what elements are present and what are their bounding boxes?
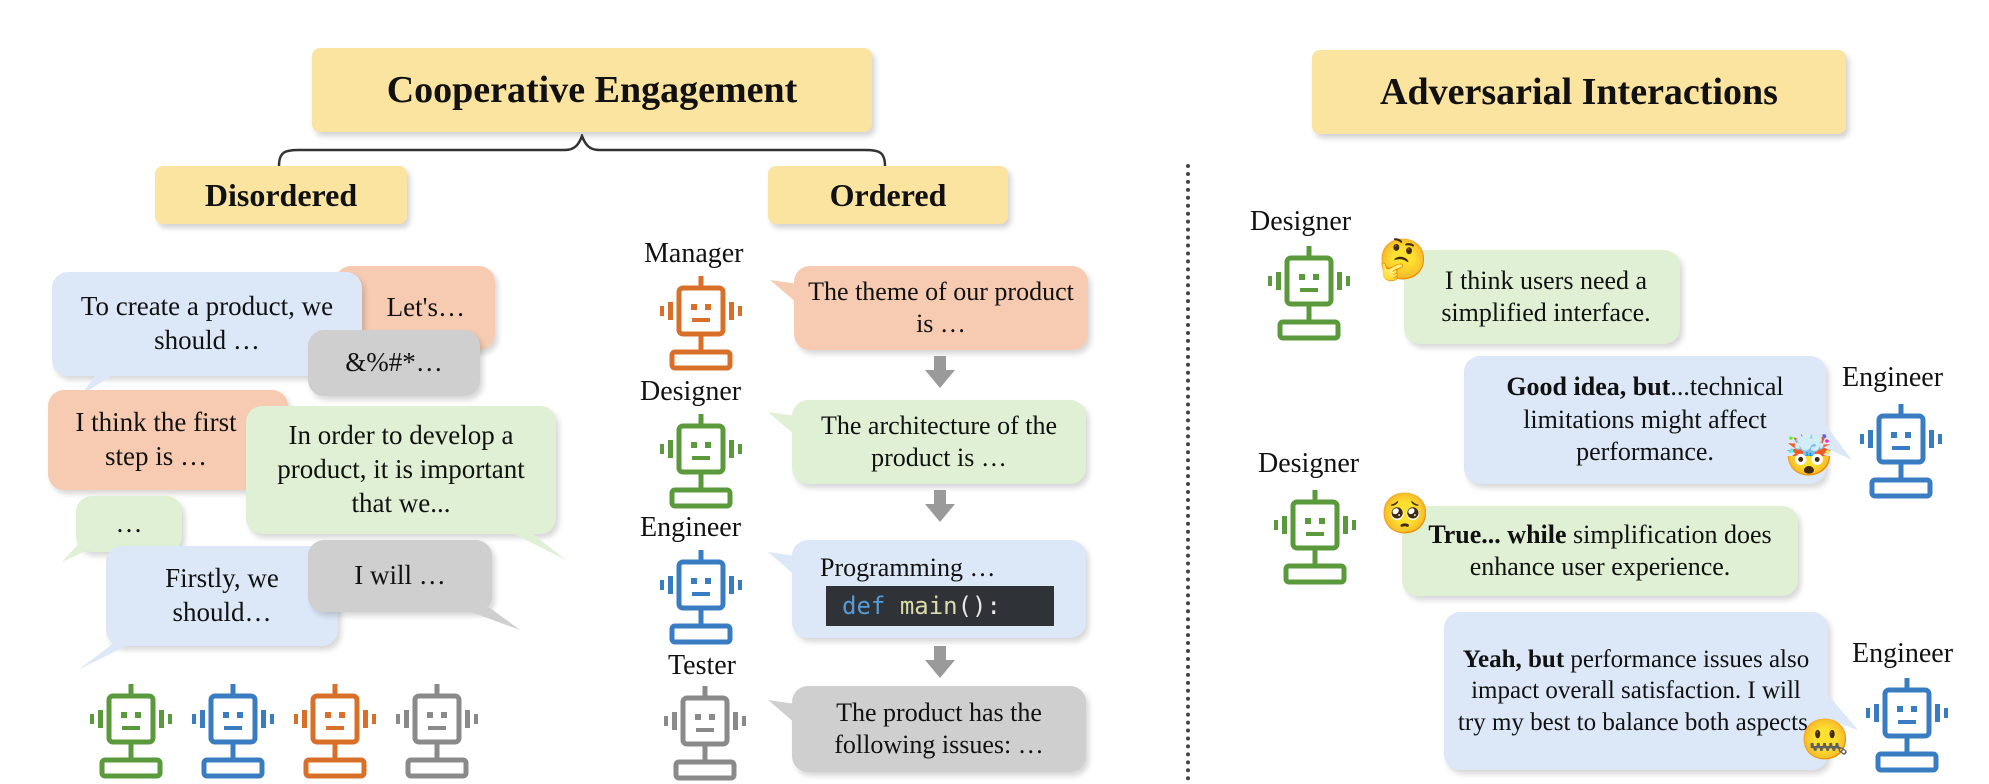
disordered-bubble-ellipsis: … <box>76 496 182 552</box>
ordered-title: Ordered <box>829 176 947 213</box>
code-rest: (): <box>957 592 1001 620</box>
code-snippet: def main(): <box>826 586 1054 626</box>
thinking-emoji-icon: 🤔 <box>1378 237 1428 283</box>
robot-icon <box>656 412 746 512</box>
down-arrow-icon <box>925 646 955 678</box>
cooperative-header: Cooperative Engagement <box>312 48 872 132</box>
bubble-tail <box>768 412 796 436</box>
brace-connector <box>277 134 887 167</box>
bubble-tail <box>768 552 796 576</box>
down-arrow-icon <box>925 356 955 388</box>
disordered-bubble-firstly: Firstly, we should… <box>106 546 338 646</box>
engineer-label: Engineer <box>640 512 742 543</box>
bubble-tail <box>1824 690 1858 730</box>
robot-icon <box>1264 244 1354 344</box>
disordered-title: Disordered <box>204 176 358 213</box>
designer-label: Designer <box>1258 448 1360 479</box>
zipper-mouth-emoji-icon: 🤐 <box>1800 717 1850 763</box>
designer-2-emphasis: True... while <box>1428 519 1567 549</box>
adversarial-title: Adversarial Interactions <box>1380 71 1778 113</box>
bubble-tail <box>1822 420 1852 460</box>
designer-bubble-2: True... while simplification does enhanc… <box>1402 506 1798 596</box>
robot-icon <box>656 274 746 374</box>
exploding-head-emoji-icon: 🤯 <box>1784 433 1834 479</box>
disordered-bubble-symbols: &%#*… <box>308 330 480 396</box>
manager-label: Manager <box>644 238 744 269</box>
robot-icon <box>188 682 278 782</box>
cooperative-title: Cooperative Engagement <box>386 69 798 111</box>
robot-icon <box>656 548 746 648</box>
designer-label: Designer <box>640 376 742 407</box>
disordered-bubble-i-will: I will … <box>308 540 492 612</box>
bubble-tail <box>770 280 798 304</box>
robot-icon <box>290 682 380 782</box>
disordered-header: Disordered <box>155 166 407 224</box>
manager-bubble: The theme of our product is … <box>794 266 1088 350</box>
bubble-tail <box>62 540 92 562</box>
down-arrow-icon <box>925 490 955 522</box>
code-function: main <box>899 592 958 620</box>
robot-icon <box>392 682 482 782</box>
bubble-tail <box>78 640 138 670</box>
engineer-label: Engineer <box>1852 638 1954 669</box>
designer-bubble-1: I think users need a simplified interfac… <box>1404 250 1680 344</box>
adversarial-header: Adversarial Interactions <box>1312 50 1846 134</box>
code-keyword: def <box>842 592 886 620</box>
engineer-2-emphasis: Yeah, but <box>1462 646 1565 674</box>
engineer-bubble-2: Yeah, but performance issues also impact… <box>1444 612 1828 770</box>
tester-label: Tester <box>668 650 737 681</box>
robot-icon <box>1862 676 1952 776</box>
designer-label: Designer <box>1250 206 1352 237</box>
robot-icon <box>86 682 176 782</box>
engineer-label: Engineer <box>1842 362 1944 393</box>
pleading-face-emoji-icon: 🥺 <box>1380 491 1430 537</box>
disordered-bubble-develop: In order to develop a product, it is imp… <box>246 406 556 534</box>
robot-icon <box>1270 488 1360 588</box>
robot-icon <box>1856 402 1946 502</box>
engineer-1-emphasis: Good idea, but <box>1506 372 1671 402</box>
bubble-tail <box>460 608 520 630</box>
ordered-header: Ordered <box>768 166 1008 224</box>
section-divider <box>1186 164 1190 781</box>
bubble-tail <box>80 370 120 396</box>
bubble-tail <box>510 532 566 560</box>
engineer-bubble-1: Good idea, but...technical limitations m… <box>1464 356 1826 484</box>
bubble-tail <box>768 700 796 724</box>
tester-bubble: The product has the following issues: … <box>792 686 1086 772</box>
robot-icon <box>660 684 750 784</box>
designer-bubble: The architecture of the product is … <box>792 400 1086 484</box>
